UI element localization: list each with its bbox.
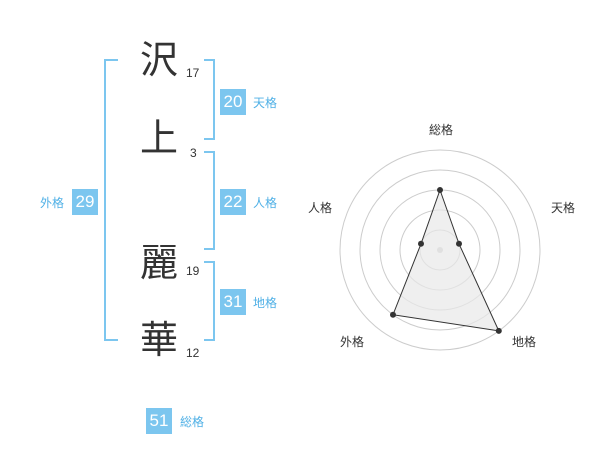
name-char-3: 麗	[140, 241, 179, 285]
radar-point-soukaku	[437, 187, 443, 193]
radar-ring	[359, 169, 521, 331]
jinkaku-label: 人格	[253, 196, 278, 210]
name-char-4: 華	[140, 318, 179, 362]
jinkaku-badge: 22	[220, 189, 246, 215]
name-char-2: 上	[140, 116, 179, 160]
jinkaku-bracket	[204, 151, 215, 250]
gaikaku-badge: 29	[72, 189, 98, 215]
soukaku-badge: 51	[146, 408, 172, 434]
radar-point-gaikaku	[390, 311, 396, 318]
chikaku-label: 地格	[253, 296, 278, 310]
radar-point-chikaku	[495, 327, 502, 334]
chikaku-badge: 31	[220, 289, 246, 315]
stroke-count-2: 3	[190, 146, 197, 160]
radar-label-jinkaku: 人格	[308, 200, 332, 215]
soukaku-label: 総格	[180, 415, 205, 429]
radar-label-gaikaku: 外格	[340, 334, 364, 349]
radar-label-tenkaku: 天格	[551, 200, 575, 215]
radar-ring	[339, 149, 541, 351]
name-char-1: 沢	[140, 38, 179, 82]
tenkaku-badge: 20	[220, 89, 246, 115]
gaikaku-bracket	[104, 59, 118, 341]
tenkaku-label: 天格	[253, 96, 278, 110]
stroke-count-4: 12	[186, 346, 200, 360]
radar-point-tenkaku	[456, 240, 462, 247]
radar-polygon	[392, 188, 500, 332]
radar-point-jinkaku	[418, 240, 424, 247]
radar-label-chikaku: 地格	[512, 334, 536, 349]
stroke-count-3: 19	[186, 264, 200, 278]
stroke-count-1: 17	[186, 66, 200, 80]
chikaku-bracket	[204, 261, 215, 341]
radar-label-soukaku: 総格	[429, 122, 453, 137]
gaikaku-label: 外格	[40, 196, 65, 210]
tenkaku-bracket	[204, 59, 215, 140]
